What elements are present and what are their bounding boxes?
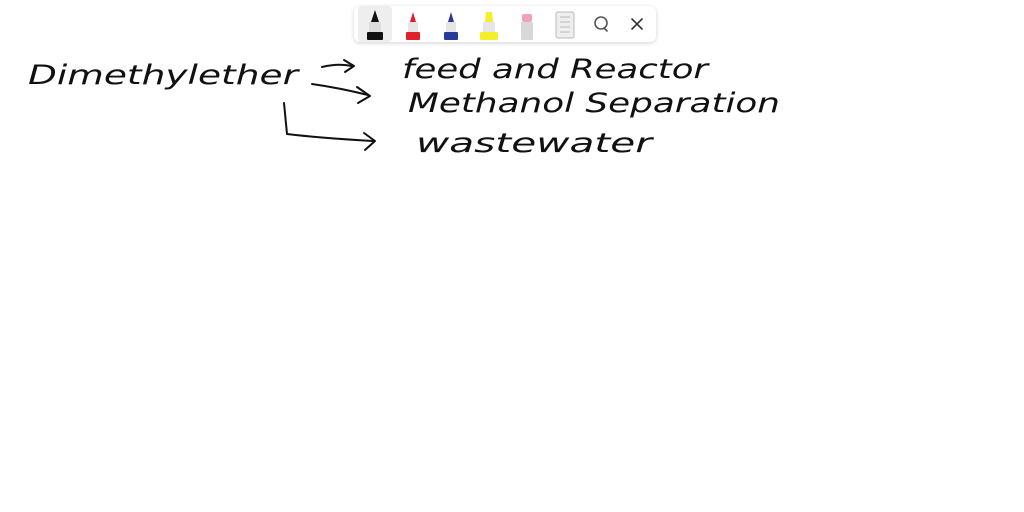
eraser-icon: [521, 14, 533, 40]
lasso-icon: [594, 16, 608, 32]
pen-black-button[interactable]: [358, 6, 392, 42]
red-marker-icon: [406, 12, 420, 40]
pen-red-button[interactable]: [396, 6, 430, 42]
highlighter-icon: [480, 12, 498, 40]
drawing-toolbar: [354, 6, 656, 42]
arrow-to-separation: [311, 83, 371, 104]
clear-page-button[interactable]: [548, 6, 582, 42]
pen-blue-button[interactable]: [434, 6, 468, 42]
close-button[interactable]: [620, 6, 654, 42]
source-label: Dimethylether: [28, 60, 301, 91]
target-methanol-separation: Methanol Separation: [408, 88, 780, 119]
trash-stack-icon: [555, 11, 575, 39]
eraser-button[interactable]: [510, 6, 544, 42]
target-feed-reactor: feed and Reactor: [402, 54, 710, 85]
black-marker-icon: [367, 10, 383, 40]
highlighter-yellow-button[interactable]: [472, 6, 506, 42]
arrow-to-wastewater: [283, 102, 376, 151]
close-icon: [631, 18, 643, 30]
blue-marker-icon: [444, 12, 458, 40]
target-wastewater: wastewater: [416, 128, 655, 159]
lasso-button[interactable]: [584, 6, 618, 42]
arrow-to-feed: [321, 59, 355, 73]
